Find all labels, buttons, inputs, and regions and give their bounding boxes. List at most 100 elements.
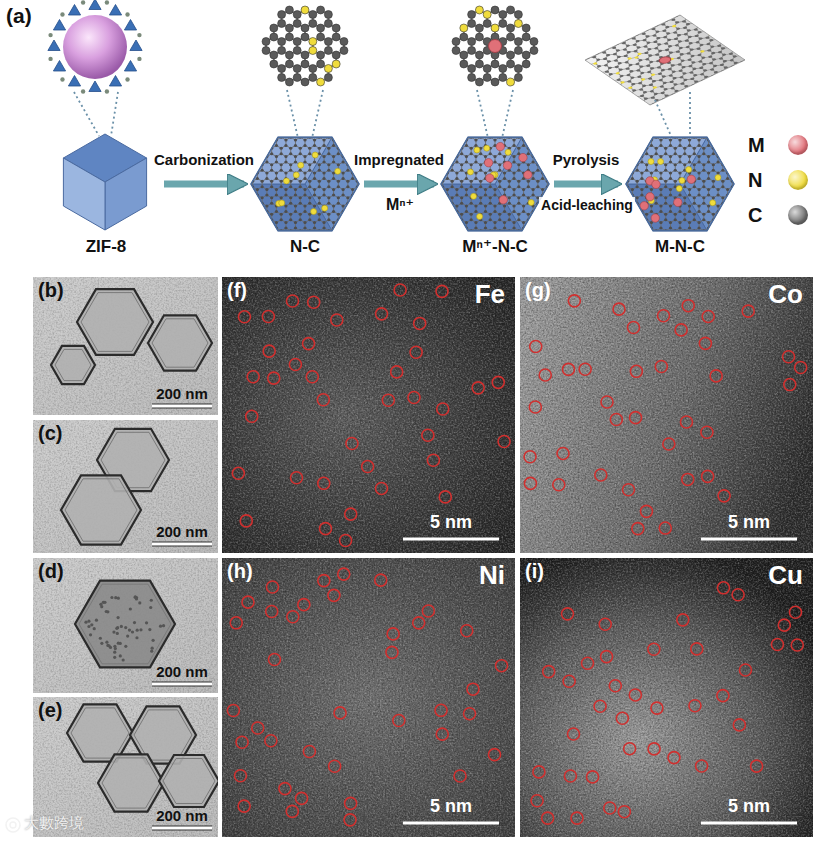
bond [533,140,534,146]
atom [356,147,359,150]
atom [351,138,354,141]
atom [303,204,306,207]
bond [305,121,310,124]
particle-dot [124,645,127,648]
single-atom-marker [610,414,622,426]
bond [475,124,476,130]
bond [552,157,553,163]
bond [348,212,353,215]
tem-image [520,277,813,553]
single-atom-marker [553,479,565,491]
atom [278,65,286,73]
atom [337,235,340,238]
linker-atom [105,89,109,93]
single-atom-marker [677,614,689,626]
single-atom-marker [594,700,606,712]
bond [238,190,239,196]
bond [267,236,272,239]
atom [332,243,335,246]
atom [303,160,306,163]
single-atom-marker [601,396,613,408]
particle-dot [119,654,122,657]
bond [300,231,301,237]
atom [265,188,268,191]
bond [438,179,443,182]
atom [351,177,354,180]
atom [265,226,268,229]
bond [324,236,329,239]
bond [533,220,538,223]
atom [491,24,499,32]
bond [443,170,448,173]
atom [308,180,311,183]
bond [285,124,286,130]
bond [286,129,291,132]
bond [243,203,248,206]
atom [303,210,306,213]
bond [324,245,329,248]
single-atom-marker [563,675,575,687]
atom [285,60,293,68]
atom [308,152,311,155]
polyhedron-face [441,184,522,231]
atom [289,119,292,122]
atom [294,127,297,130]
single-atom-marker [567,728,579,740]
single-atom-marker [375,482,387,494]
bond [252,214,253,220]
single-atom-marker [680,416,692,428]
bond [456,223,457,229]
atom [280,196,283,199]
atom [275,122,278,125]
atom [270,185,273,188]
bond [271,132,272,138]
polyhedron-outline [251,137,359,231]
atom [318,169,321,172]
bond [499,231,500,237]
atom [289,213,292,216]
image-ground [33,420,218,553]
bond [461,132,462,138]
atom [514,47,522,55]
single-atom-marker [658,310,670,322]
atom [308,147,311,150]
single-atom-marker [298,599,310,611]
bond [276,129,281,132]
atom [256,210,259,213]
particle-dot [115,627,118,630]
bond [357,187,362,190]
atom [308,202,311,205]
atom [356,169,359,172]
bond [362,203,367,206]
atom [246,177,249,180]
single-atom-marker [529,401,541,413]
image-noise [520,558,813,837]
bond [247,206,248,212]
bond [328,132,329,138]
atom [309,47,317,55]
atom [356,196,359,199]
bond [428,173,429,179]
atom [361,210,364,213]
atom [322,177,325,180]
bond [281,121,286,124]
bond [348,137,353,140]
single-atom-marker [410,346,422,358]
atom [299,152,302,155]
atom [294,204,297,207]
bond [485,124,486,130]
atom [270,51,278,59]
bond [281,236,286,239]
carbon-lattice [237,119,374,249]
bond [343,228,348,231]
atom [285,24,293,32]
nitrogen-dot [322,205,328,211]
nitrogen-dot [298,162,304,168]
bond [286,121,291,124]
single-atom-marker [408,392,420,404]
atom [299,147,302,150]
atom [317,78,325,86]
particle-dot [116,626,119,629]
bond [452,220,457,223]
image-noise [222,277,515,553]
